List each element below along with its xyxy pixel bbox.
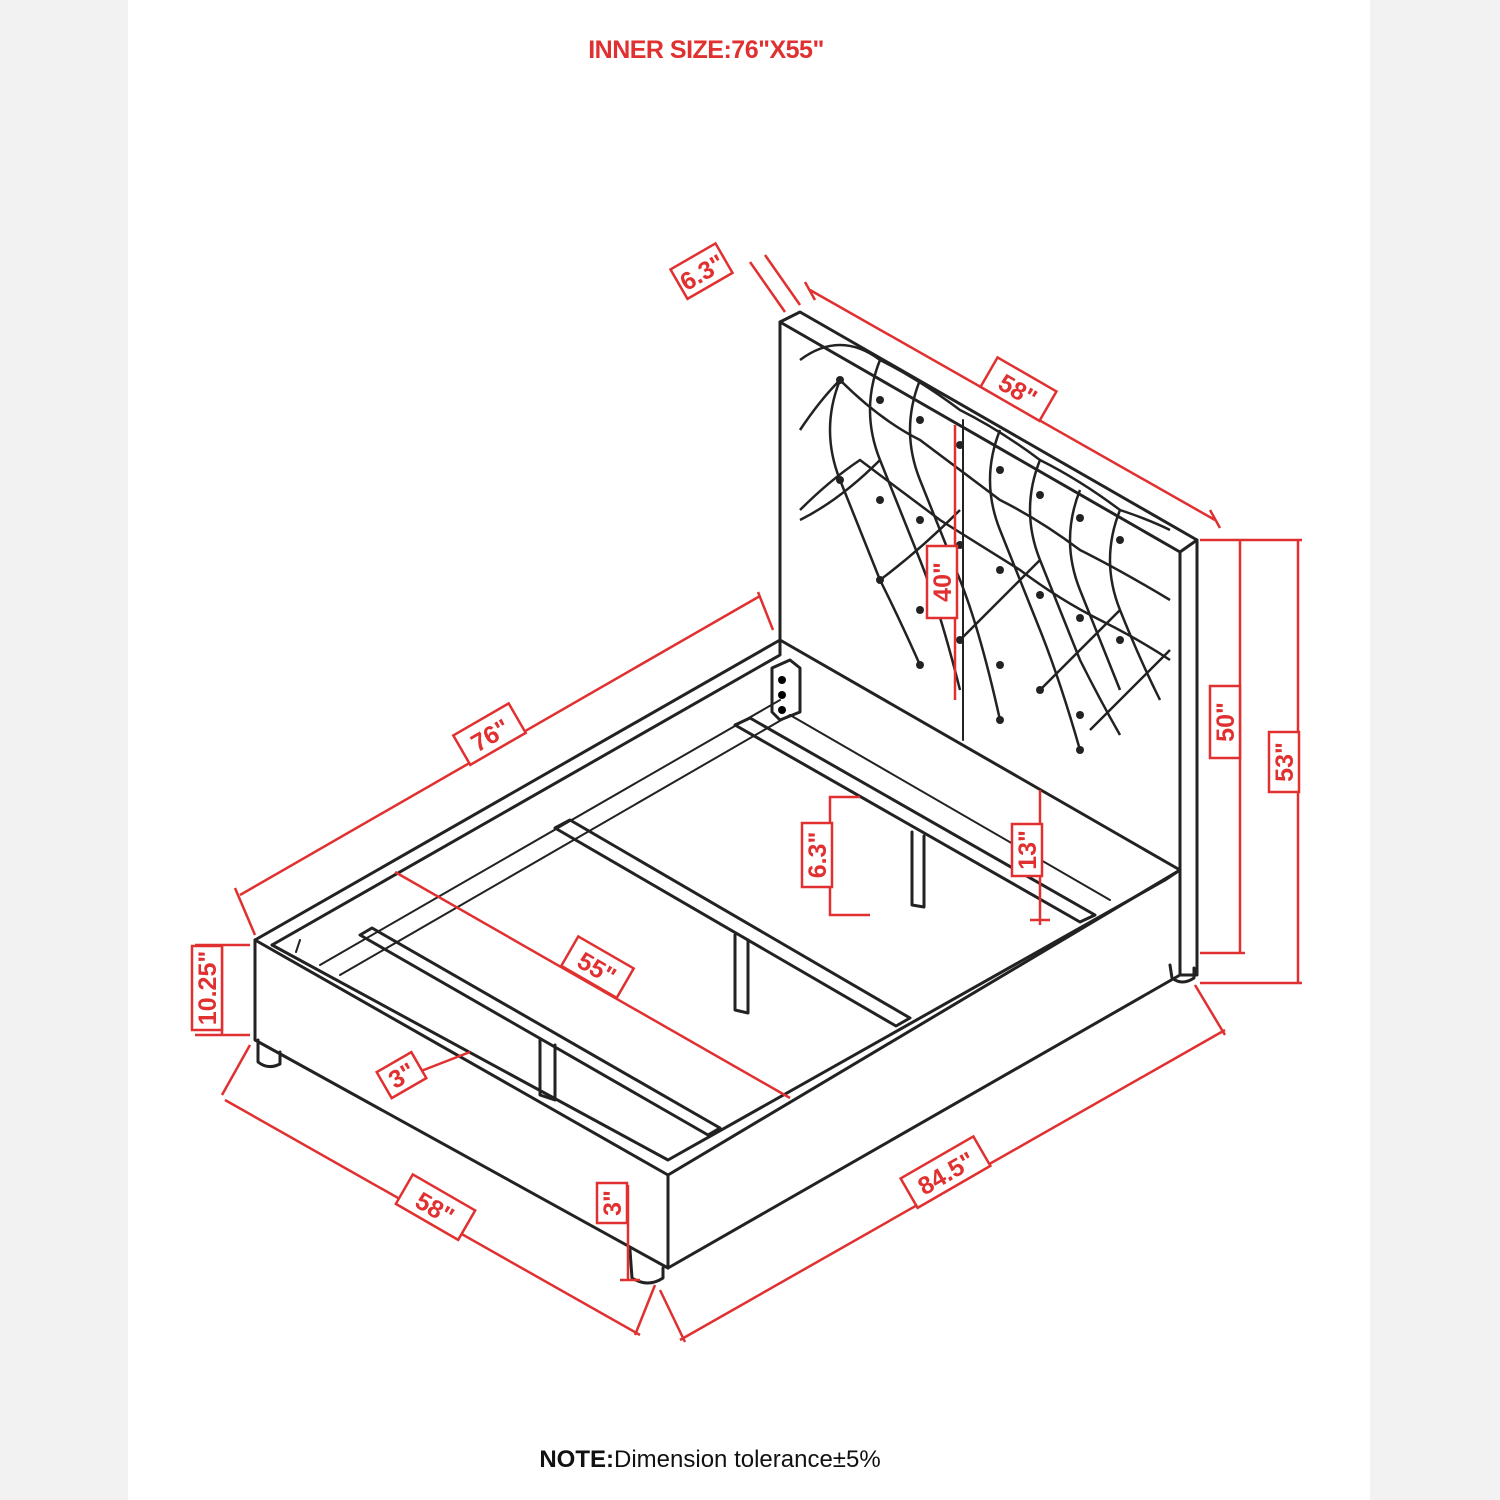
label-overall-width: 58" [394, 1172, 477, 1242]
footboard-left-face [253, 938, 670, 1270]
tufting-buttons [836, 376, 1124, 754]
label-footboard-leg: 3" [595, 1181, 629, 1225]
bed-outline [253, 310, 1199, 1285]
label-support-height: 13" [1010, 822, 1044, 878]
slat-2 [553, 818, 912, 1028]
label-headboard-panel-height: 40" [925, 544, 959, 620]
note-text: Dimension tolerance±5% [614, 1446, 881, 1473]
side-rail-right-top [778, 638, 1182, 882]
slat-3 [733, 716, 1097, 924]
leg-left [256, 1038, 282, 1069]
leg-front [628, 1248, 665, 1285]
svg-text:40": 40" [929, 562, 957, 602]
leg-right [1168, 963, 1196, 984]
svg-text:3": 3" [599, 1190, 627, 1216]
dimension-labels: 6.3" 58" 40" 50" 53" 76" 55" 10.25" [190, 241, 1301, 1242]
label-overall-height: 53" [1267, 730, 1301, 794]
note-label: NOTE: [539, 1446, 615, 1473]
side-rail-left-top [253, 638, 782, 947]
inner-size-title: INNER SIZE:76"X55" [588, 36, 824, 64]
svg-text:6.3": 6.3" [804, 832, 832, 879]
drawing-sheet [128, 0, 1370, 1500]
svg-text:50": 50" [1212, 702, 1240, 742]
label-side-rail-height: 10.25" [190, 944, 224, 1032]
dimension-lines [195, 254, 1302, 1343]
svg-text:53": 53" [1271, 742, 1299, 782]
label-slat-width: 3" [374, 1050, 429, 1100]
headboard-tufting [798, 343, 1171, 751]
svg-text:10.25": 10.25" [194, 951, 222, 1025]
label-leg-height: 6.3" [800, 821, 834, 889]
label-headboard-width: 58" [978, 355, 1059, 423]
footboard-inner [270, 878, 1167, 1162]
label-headboard-height: 50" [1208, 684, 1242, 760]
slat-1 [358, 926, 722, 1137]
svg-text:13": 13" [1014, 830, 1042, 870]
label-headboard-thickness: 6.3" [668, 241, 735, 301]
headboard-side [1178, 538, 1199, 977]
footboard-right-face [666, 868, 1182, 1270]
tolerance-note: NOTE:Dimension tolerance±5% [0, 1446, 1420, 1474]
label-inner-length: 76" [451, 701, 528, 767]
label-overall-length: 84.5" [898, 1134, 993, 1210]
